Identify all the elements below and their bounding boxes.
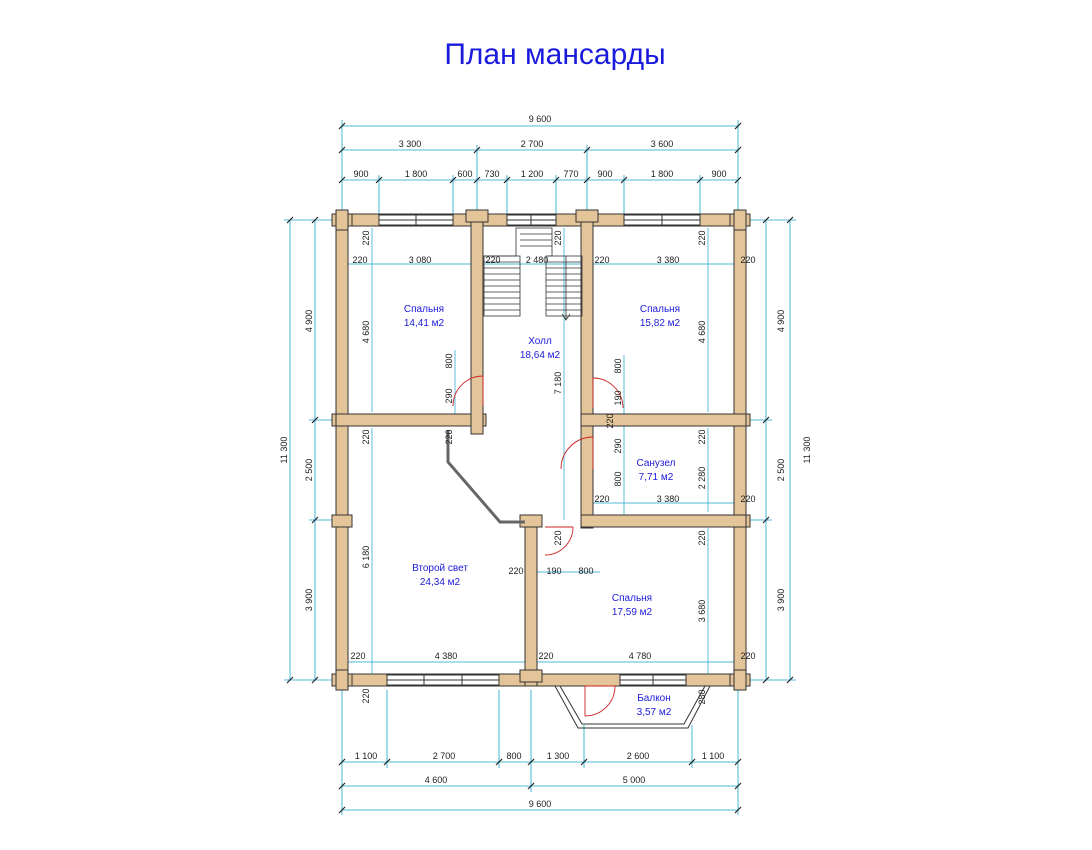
dim-inner: 4 380 — [435, 651, 458, 661]
dim-inner: 220 — [740, 651, 755, 661]
dim-inner: 190 — [546, 566, 561, 576]
dim-inner: 190 — [613, 390, 623, 405]
dim-inner: 6 180 — [361, 546, 371, 569]
dimensions-bottom — [341, 690, 739, 815]
dim-inner: 220 — [697, 429, 707, 444]
dimensions-top — [341, 120, 739, 216]
dim-right-part: 4 900 — [776, 310, 786, 333]
dim-inner: 220 — [538, 651, 553, 661]
dim-inner: 290 — [444, 388, 454, 403]
dim-top-detail: 1 800 — [651, 169, 674, 179]
dim-inner: 220 — [553, 530, 563, 545]
dim-bottom-total: 9 600 — [529, 799, 552, 809]
dim-inner: 4 680 — [361, 321, 371, 344]
dim-inner: 7 180 — [553, 372, 563, 395]
dim-bottom-mid: 5 000 — [623, 775, 646, 785]
dim-inner: 2 280 — [697, 467, 707, 490]
dim-inner: 220 — [740, 255, 755, 265]
inner-dimensions: 220 3 080 220 2 480 220 3 380 220 220 3 … — [350, 230, 755, 704]
dim-inner: 290 — [613, 438, 623, 453]
dim-top-total: 9 600 — [529, 114, 552, 124]
dim-inner: 220 — [361, 688, 371, 703]
room-name: Балкон — [637, 693, 671, 704]
dim-left-total: 11 300 — [279, 437, 289, 464]
room-area: 7,71 м2 — [639, 472, 674, 483]
dim-left-part: 2 500 — [304, 459, 314, 482]
room-name: Второй свет — [412, 563, 468, 574]
dim-inner: 2 480 — [526, 255, 549, 265]
room-area: 14,41 м2 — [404, 318, 445, 329]
dim-inner: 220 — [740, 494, 755, 504]
dim-inner: 220 — [553, 230, 563, 245]
dim-top-detail: 730 — [484, 169, 499, 179]
dim-inner: 800 — [613, 471, 623, 486]
dim-right-total: 11 300 — [802, 437, 812, 464]
dim-bottom-detail: 800 — [506, 751, 521, 761]
dim-inner: 220 — [361, 230, 371, 245]
dim-bottom-mid: 4 600 — [425, 775, 448, 785]
dim-inner: 220 — [352, 255, 367, 265]
dimensions-sides — [284, 219, 796, 681]
dim-inner: 4 780 — [629, 651, 652, 661]
dim-inner: 220 — [508, 566, 523, 576]
dim-bottom-detail: 2 600 — [627, 751, 650, 761]
dim-inner: 220 — [444, 429, 454, 444]
dim-top-mid-3: 3 600 — [651, 139, 674, 149]
dim-inner: 3 080 — [409, 255, 432, 265]
room-area: 15,82 м2 — [640, 318, 681, 329]
dim-inner: 800 — [578, 566, 593, 576]
room-area: 17,59 м2 — [612, 607, 653, 618]
dim-inner: 220 — [594, 494, 609, 504]
room-name: Спальня — [404, 304, 444, 315]
dim-left-part: 4 900 — [304, 310, 314, 333]
room-labels: Спальня 14,41 м2 Спальня 15,82 м2 Холл 1… — [404, 304, 681, 718]
dim-inner: 4 680 — [697, 321, 707, 344]
dim-top-detail: 900 — [711, 169, 726, 179]
dim-top-mid-2: 2 700 — [521, 139, 544, 149]
railing — [446, 430, 525, 524]
dim-top-mid-1: 3 300 — [399, 139, 422, 149]
dim-right-part: 3 900 — [776, 589, 786, 612]
dim-inner: 280 — [697, 689, 707, 704]
dim-left-part: 3 900 — [304, 589, 314, 612]
dim-inner: 220 — [485, 255, 500, 265]
balcony — [554, 685, 711, 729]
inner-dimension-lines — [342, 228, 738, 680]
dim-bottom-detail: 1 100 — [355, 751, 378, 761]
dim-top-detail: 1 800 — [405, 169, 428, 179]
dim-inner: 3 380 — [657, 255, 680, 265]
dim-bottom-detail: 2 700 — [433, 751, 456, 761]
stairs — [483, 227, 583, 321]
dim-top-detail: 900 — [353, 169, 368, 179]
dim-top-detail: 900 — [597, 169, 612, 179]
room-area: 18,64 м2 — [520, 350, 561, 361]
room-name: Спальня — [612, 593, 652, 604]
dim-inner: 220 — [697, 530, 707, 545]
dim-right-part: 2 500 — [776, 459, 786, 482]
dim-bottom-detail: 1 100 — [702, 751, 725, 761]
dim-inner: 3 680 — [697, 600, 707, 623]
dim-inner: 800 — [613, 358, 623, 373]
dim-inner: 220 — [594, 255, 609, 265]
dim-top-detail: 600 — [457, 169, 472, 179]
walls — [331, 209, 751, 691]
dim-bottom-detail: 1 300 — [547, 751, 570, 761]
room-name: Холл — [528, 336, 552, 347]
dim-top-detail: 770 — [563, 169, 578, 179]
plan-title: План мансарды — [444, 38, 666, 71]
room-area: 24,34 м2 — [420, 577, 461, 588]
dim-top-detail: 1 200 — [521, 169, 544, 179]
dim-inner: 220 — [697, 230, 707, 245]
room-area: 3,57 м2 — [637, 707, 672, 718]
room-name: Спальня — [640, 304, 680, 315]
dim-inner: 220 — [361, 429, 371, 444]
room-name: Санузел — [637, 458, 676, 469]
dim-inner: 220 — [605, 413, 615, 428]
dim-inner: 800 — [444, 353, 454, 368]
dim-inner: 220 — [350, 651, 365, 661]
doors — [452, 375, 624, 717]
dim-inner: 3 380 — [657, 494, 680, 504]
